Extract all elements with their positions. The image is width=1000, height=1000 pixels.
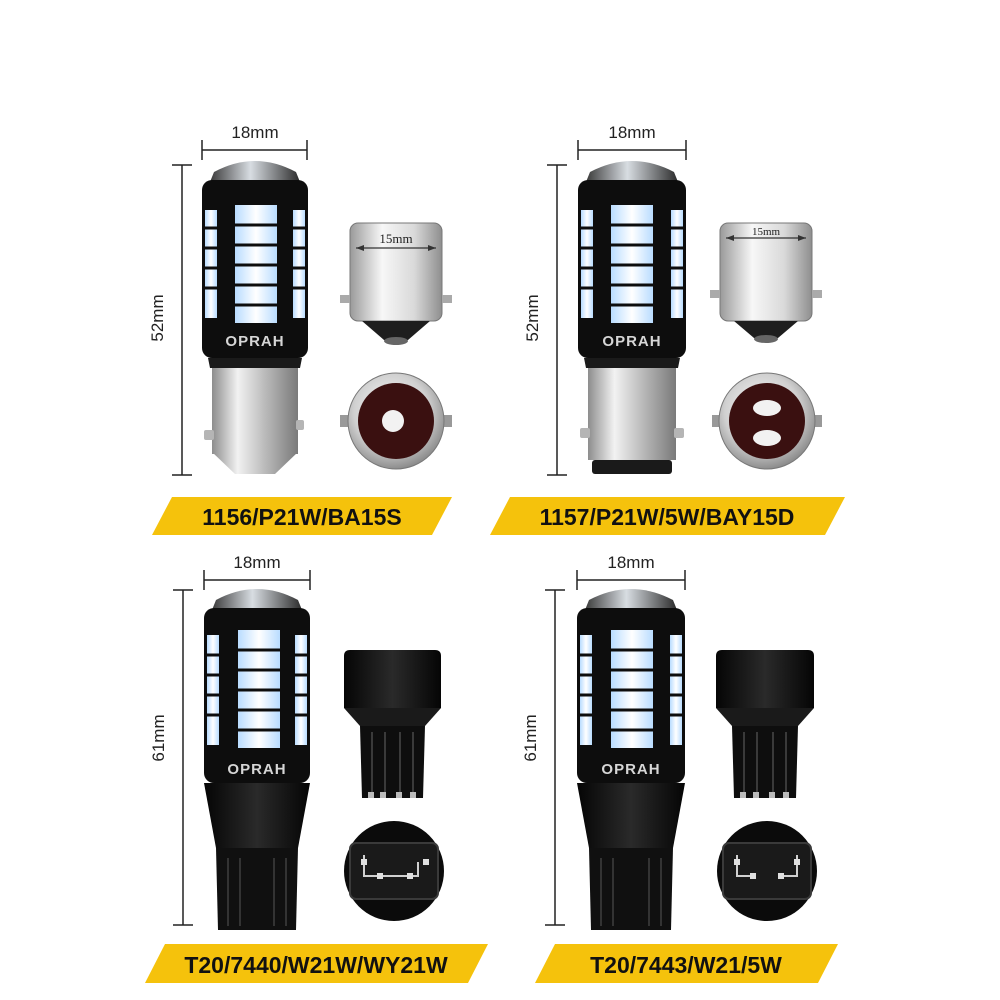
base-end-view (344, 821, 444, 921)
model-label: 1157/P21W/5W/BAY15D (540, 504, 795, 530)
led-strips (580, 630, 682, 748)
height-label: 61mm (149, 714, 168, 761)
panel-t20-7440: 18mm 61mm (145, 553, 488, 983)
socket-side-view: 15mm (710, 222, 822, 343)
socket-width-label: 15mm (379, 231, 412, 246)
socket-end-view (712, 372, 822, 470)
panel-1156: 18mm 52mm (148, 123, 452, 535)
socket-end-view (340, 372, 452, 470)
led-strips (205, 205, 305, 323)
brand-label: OPRAH (601, 761, 660, 778)
brand-label: OPRAH (227, 761, 286, 778)
model-banner: 1156/P21W/BA15S (152, 497, 452, 535)
height-dimension: 61mm (521, 589, 565, 926)
width-label: 18mm (231, 123, 278, 142)
width-dimension: 18mm (201, 123, 308, 160)
bulb-7440: OPRAH (204, 589, 310, 930)
bulb-7443: OPRAH (577, 589, 685, 930)
height-label: 52mm (148, 294, 167, 341)
bulb-1157: OPRAH (578, 161, 686, 474)
panel-1157: 18mm 52mm (490, 123, 845, 535)
height-dimension: 52mm (523, 164, 567, 476)
panel-t20-7443: 18mm 61mm (521, 553, 838, 983)
model-banner: T20/7440/W21W/WY21W (145, 944, 488, 983)
width-label: 18mm (607, 553, 654, 572)
height-label: 52mm (523, 294, 542, 341)
led-strips (207, 630, 307, 748)
socket-side-view: 15mm (340, 222, 452, 345)
model-label: T20/7440/W21W/WY21W (184, 952, 448, 978)
width-label: 18mm (233, 553, 280, 572)
height-dimension: 52mm (148, 164, 192, 476)
height-label: 61mm (521, 714, 540, 761)
height-dimension: 61mm (149, 589, 193, 926)
base-side-view (344, 650, 441, 798)
model-label: T20/7443/W21/5W (590, 952, 782, 978)
brand-label: OPRAH (225, 333, 284, 350)
base-side-view (716, 650, 814, 798)
led-strips (581, 205, 683, 323)
width-label: 18mm (608, 123, 655, 142)
model-banner: 1157/P21W/5W/BAY15D (490, 497, 845, 535)
socket-width-label: 15mm (752, 226, 781, 238)
bulb-1156: OPRAH (202, 161, 308, 474)
width-dimension: 18mm (577, 123, 687, 160)
model-label: 1156/P21W/BA15S (202, 504, 401, 530)
brand-label: OPRAH (602, 333, 661, 350)
width-dimension: 18mm (203, 553, 311, 590)
model-banner: T20/7443/W21/5W (535, 944, 838, 983)
base-end-view (717, 821, 817, 921)
width-dimension: 18mm (576, 553, 686, 590)
